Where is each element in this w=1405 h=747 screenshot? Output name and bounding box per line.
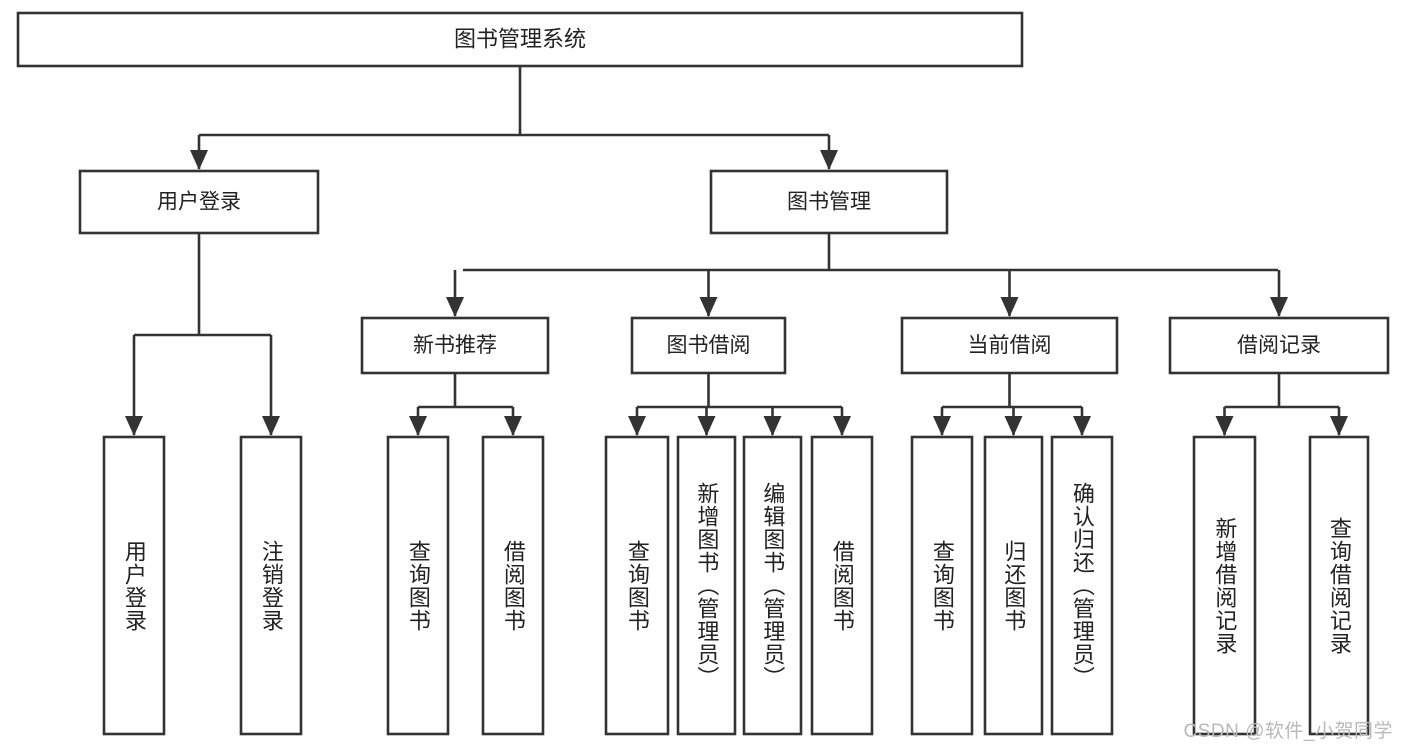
node-leaf-edit-book-admin[interactable]: [742, 435, 803, 736]
node-box-leaf-query-book-borrow[interactable]: [604, 435, 670, 736]
arrow-head-icon-current-borrow: [1000, 297, 1019, 317]
node-label-book-manage: 图书管理: [787, 191, 871, 214]
arrow-head-icon-leaf-query-book-borrow: [628, 416, 646, 436]
arrow-head-icon-leaf-return-book: [1004, 416, 1023, 436]
node-box-book-borrow[interactable]: [630, 316, 787, 375]
arrow-head-icon-leaf-query-book-rec: [409, 416, 427, 436]
arrow-head-icon-leaf-borrow-book: [833, 416, 851, 436]
node-book-manage[interactable]: 图书管理: [709, 169, 949, 235]
arrow-head-icon-book-manage: [820, 150, 838, 170]
node-box-user-login[interactable]: [78, 169, 320, 235]
node-borrow-record[interactable]: 借阅记录: [1168, 316, 1390, 375]
node-leaf-add-borrow-record[interactable]: [1192, 435, 1257, 736]
node-leaf-borrow-book[interactable]: [810, 435, 874, 736]
node-leaf-query-book-borrow[interactable]: [604, 435, 670, 736]
node-current-borrow[interactable]: 当前借阅: [900, 316, 1119, 375]
arrow-head-icon-user-login: [190, 150, 208, 170]
node-box-current-borrow[interactable]: [900, 316, 1119, 375]
node-box-leaf-user-login[interactable]: [102, 435, 166, 736]
arrow-head-icon-leaf-borrow-book-rec: [504, 416, 522, 436]
arrow-head-icon-leaf-logout: [262, 416, 280, 436]
node-box-leaf-query-borrow-record[interactable]: [1308, 435, 1370, 736]
node-leaf-user-login[interactable]: [102, 435, 166, 736]
arrow-head-icon-book-borrow: [699, 297, 718, 317]
node-box-book-manage[interactable]: [709, 169, 949, 235]
node-leaf-borrow-book-rec[interactable]: [481, 435, 545, 736]
node-leaf-confirm-return-admin[interactable]: [1050, 435, 1114, 736]
connector-group: [125, 66, 1348, 436]
arrow-head-icon-borrow-record: [1270, 297, 1288, 317]
node-box-root[interactable]: [16, 11, 1024, 68]
node-new-book-recommend[interactable]: 新书推荐: [360, 316, 550, 375]
arrow-head-icon-leaf-user-login: [125, 416, 143, 436]
arrow-head-icon-leaf-query-book-current: [933, 416, 951, 436]
node-leaf-logout[interactable]: [239, 435, 303, 736]
arrow-head-icon-new-book-recommend: [446, 297, 464, 317]
node-box-leaf-edit-book-admin[interactable]: [742, 435, 803, 736]
arrow-head-icon-leaf-confirm-return-admin: [1073, 416, 1091, 436]
node-box-leaf-return-book[interactable]: [983, 435, 1044, 736]
node-label-root: 图书管理系统: [454, 26, 586, 51]
node-box-new-book-recommend[interactable]: [360, 316, 550, 375]
node-user-login[interactable]: 用户登录: [78, 169, 320, 235]
node-box-leaf-confirm-return-admin[interactable]: [1050, 435, 1114, 736]
node-box-leaf-add-borrow-record[interactable]: [1192, 435, 1257, 736]
arrow-head-icon-leaf-add-book-admin: [697, 416, 716, 436]
node-box-leaf-add-book-admin[interactable]: [676, 435, 737, 736]
node-box-leaf-query-book-current[interactable]: [910, 435, 974, 736]
arrow-head-icon-leaf-add-borrow-record: [1215, 416, 1234, 436]
node-label-current-borrow: 当前借阅: [968, 334, 1052, 357]
node-label-user-login: 用户登录: [157, 191, 241, 214]
node-leaf-query-book-rec[interactable]: [386, 435, 450, 736]
node-label-borrow-record: 借阅记录: [1237, 334, 1321, 357]
node-leaf-query-book-current[interactable]: [910, 435, 974, 736]
node-leaf-query-borrow-record[interactable]: [1308, 435, 1370, 736]
watermark-text: CSDN @软件_小贺同学: [1183, 721, 1393, 742]
node-book-borrow[interactable]: 图书借阅: [630, 316, 787, 375]
node-label-book-borrow: 图书借阅: [667, 334, 751, 357]
arrow-head-icon-leaf-edit-book-admin: [763, 416, 782, 436]
node-label-new-book-recommend: 新书推荐: [413, 334, 497, 357]
node-box-borrow-record[interactable]: [1168, 316, 1390, 375]
node-root[interactable]: 图书管理系统: [16, 11, 1024, 68]
node-box-leaf-borrow-book[interactable]: [810, 435, 874, 736]
node-box-leaf-logout[interactable]: [239, 435, 303, 736]
node-leaf-return-book[interactable]: [983, 435, 1044, 736]
node-box-leaf-borrow-book-rec[interactable]: [481, 435, 545, 736]
node-leaf-add-book-admin[interactable]: [676, 435, 737, 736]
node-box-leaf-query-book-rec[interactable]: [386, 435, 450, 736]
arrow-head-icon-leaf-query-borrow-record: [1330, 416, 1348, 436]
